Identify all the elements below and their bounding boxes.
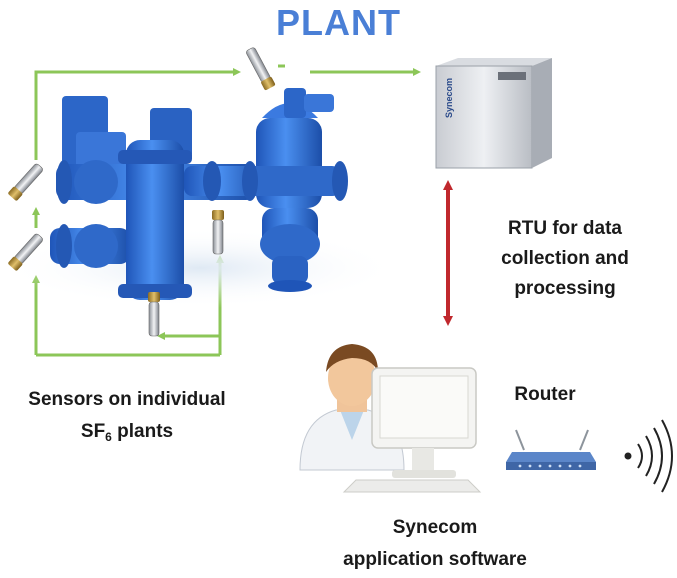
sensor-probe-icon [212, 210, 224, 255]
wireless-signal-icon [624, 419, 673, 493]
rtu-caption-line: collection and [501, 248, 629, 269]
software-caption-line: Synecom [392, 517, 478, 538]
rtu-cabinet-icon: Synecom [435, 58, 552, 169]
rtu-brand-label: Synecom [444, 78, 454, 118]
sensors-caption-line: SF6 plants [2, 416, 252, 453]
sensors-caption: Sensors on individual SF6 plants [2, 384, 252, 453]
flow-arrow-top-left [34, 68, 241, 160]
sensor-probe-icon [148, 292, 160, 337]
sf6-switchgear-equipment [0, 88, 400, 308]
rtu-caption: RTU for data collection and processing [470, 214, 660, 304]
rtu-caption-line: RTU for data [508, 218, 622, 239]
sensor-probe-icon [246, 47, 276, 91]
plants-suffix: plants [111, 421, 174, 442]
computer-monitor-icon [342, 367, 482, 493]
page-title: PLANT [276, 2, 401, 43]
sf-prefix: SF [80, 421, 106, 442]
router-caption: Router [514, 384, 576, 405]
sensor-probe-icon [8, 163, 43, 201]
sensors-caption-line: Sensors on individual [28, 389, 226, 410]
sf-subscript: 6 [105, 430, 112, 444]
sensor-flow-arrows [32, 64, 421, 357]
software-caption-line: application software [343, 549, 527, 570]
sensor-probe-icon [8, 233, 43, 271]
router-icon [506, 429, 596, 470]
software-caption: Synecom application software [320, 512, 550, 576]
rtu-caption-line: processing [514, 278, 616, 299]
